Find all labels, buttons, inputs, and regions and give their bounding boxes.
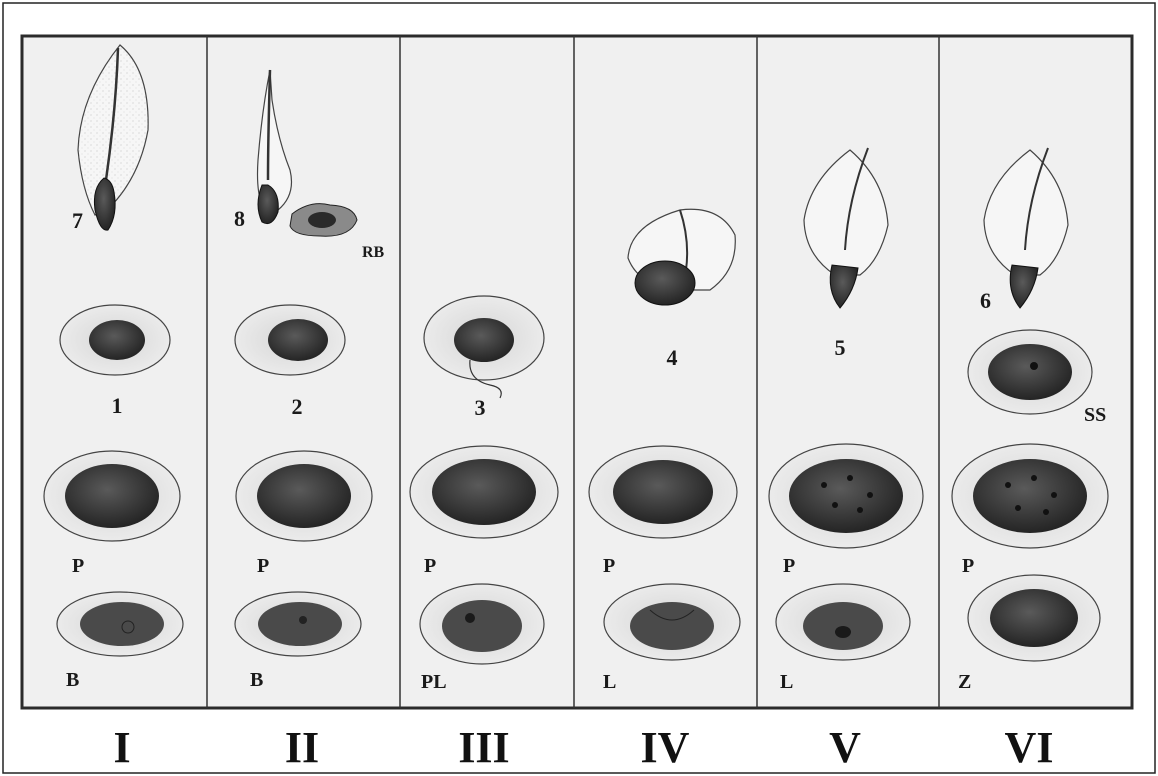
label-z-vi: Z [958, 671, 971, 693]
cell-b-i [57, 592, 183, 656]
roman-v: V [829, 723, 861, 772]
label-b-i: B [66, 669, 79, 691]
label-b-ii: B [250, 669, 263, 691]
cell-z-vi [968, 575, 1100, 661]
cell-p-v [769, 444, 923, 548]
label-rb: RB [362, 244, 385, 261]
cell-p-i [44, 451, 180, 541]
cell-ss [968, 330, 1092, 414]
roman-vi: VI [1005, 723, 1054, 772]
label-2: 2 [292, 394, 303, 419]
roman-iv: IV [641, 723, 690, 772]
cell-p-ii [236, 451, 372, 541]
label-l-iv: L [603, 671, 616, 693]
label-pl-iii: PL [421, 671, 447, 693]
label-1: 1 [112, 393, 123, 418]
label-p-iv: P [603, 555, 615, 577]
label-ss: SS [1084, 404, 1106, 426]
label-p-vi: P [962, 555, 974, 577]
label-6: 6 [980, 288, 991, 313]
cell-p-iii [410, 446, 558, 538]
label-p-v: P [783, 555, 795, 577]
plate-panel [22, 36, 1132, 708]
label-5: 5 [835, 335, 846, 360]
roman-iii: III [458, 723, 509, 772]
cell-p-iv [589, 446, 737, 538]
label-p-ii: P [257, 555, 269, 577]
cell-1 [60, 305, 170, 375]
cell-l-v [776, 584, 910, 660]
column-iii: 3 P PL [410, 296, 558, 693]
roman-ii: II [285, 723, 319, 772]
cell-b-ii [235, 592, 361, 656]
label-4: 4 [667, 345, 678, 370]
cell-p-vi [952, 444, 1108, 548]
label-3: 3 [475, 395, 486, 420]
cell-l-iv [604, 584, 740, 660]
label-8: 8 [234, 206, 245, 231]
label-7: 7 [72, 208, 83, 233]
label-l-v: L [780, 671, 793, 693]
residual-body [290, 204, 357, 237]
label-p-i: P [72, 555, 84, 577]
cell-2 [235, 305, 345, 375]
cell-pl-iii [420, 584, 544, 664]
label-p-iii: P [424, 555, 436, 577]
roman-i: I [113, 723, 130, 772]
